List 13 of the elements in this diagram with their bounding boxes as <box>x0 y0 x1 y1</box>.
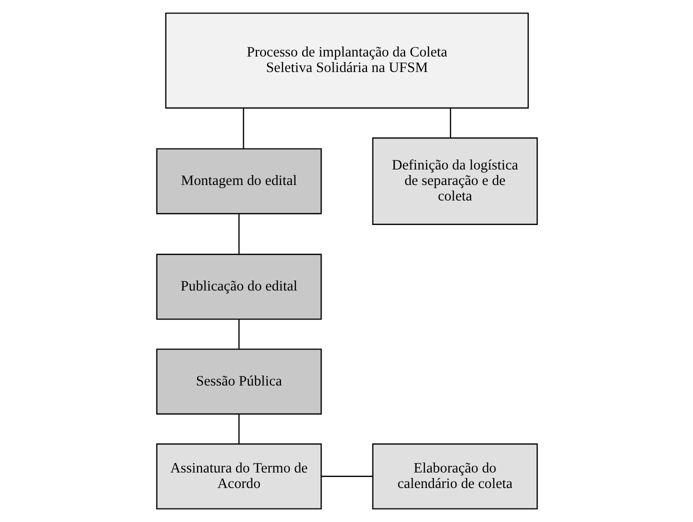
connector <box>238 414 240 444</box>
connector <box>320 476 372 477</box>
node-box: Assinatura do Termo de Acordo <box>156 443 322 510</box>
node-box: Sessão Pública <box>156 348 322 415</box>
node-box: Publicação do edital <box>156 254 322 320</box>
connector <box>238 319 240 349</box>
connector <box>449 108 451 138</box>
connector <box>238 214 240 254</box>
connector <box>242 108 244 149</box>
node-box: Definição da logística de separação e de coleta <box>372 137 538 225</box>
node-box: Montagem do edital <box>156 148 322 214</box>
node-box: Elaboração do calendário de coleta <box>372 443 538 510</box>
node-box: Processo de implantação da Coleta Seletiva Solidária na UFSM <box>164 12 528 109</box>
